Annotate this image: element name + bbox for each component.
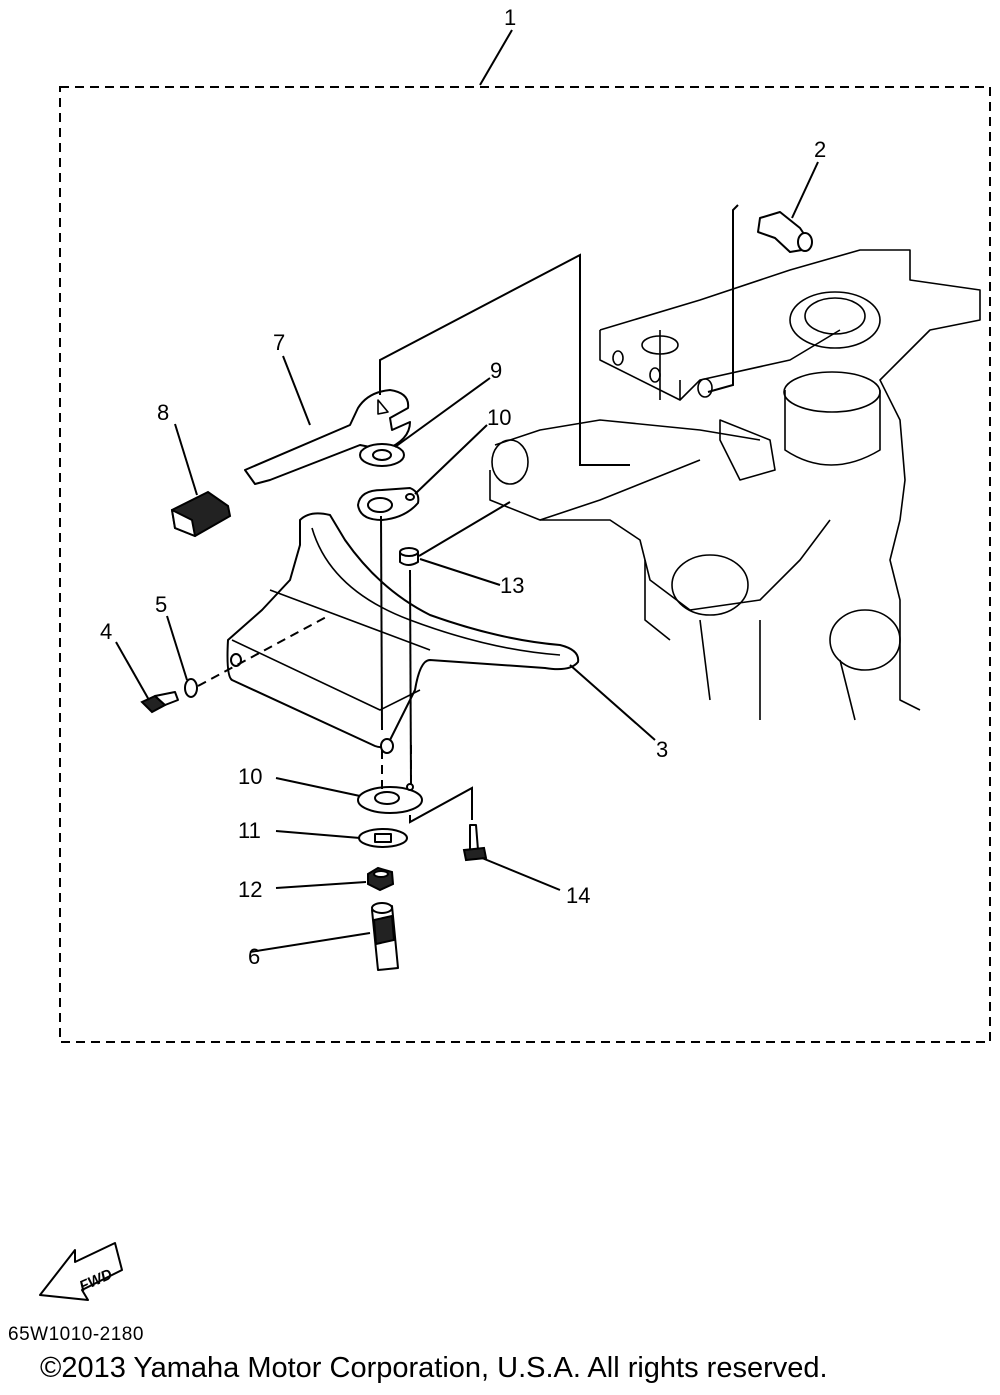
callout-labels: 1 2 3 4 5 6 7 8 9 10 10 11 12 13 14 (100, 5, 826, 969)
callout-11: 11 (238, 818, 261, 843)
screw (462, 824, 488, 862)
assembly-boundary (59, 86, 991, 1043)
tab-washer (358, 828, 408, 848)
callout-7: 7 (273, 330, 285, 355)
callout-14: 14 (566, 883, 590, 908)
callout-10-upper: 10 (487, 405, 511, 430)
collar (399, 547, 419, 566)
callout-leaders (115, 29, 819, 953)
callout-1: 1 (504, 5, 516, 30)
bolt (140, 691, 179, 714)
nut (367, 866, 395, 892)
wrench (244, 389, 411, 485)
callout-13: 13 (500, 573, 524, 598)
callout-4: 4 (100, 619, 112, 644)
callout-12: 12 (238, 877, 262, 902)
swivel-bracket-housing (489, 249, 981, 721)
plate-lower (357, 786, 423, 814)
grease-nipple (757, 211, 813, 253)
copyright-notice: ©2013 Yamaha Motor Corporation, U.S.A. A… (40, 1352, 828, 1384)
callout-5: 5 (155, 592, 167, 617)
callout-3: 3 (656, 737, 668, 762)
trim-rod (371, 902, 399, 971)
callout-10-lower: 10 (238, 764, 262, 789)
assembly-lines (197, 204, 739, 824)
grip (170, 490, 232, 538)
callout-8: 8 (157, 400, 169, 425)
circlip (184, 678, 198, 698)
callout-2: 2 (814, 137, 826, 162)
diagram-code: 65W1010-2180 (8, 1324, 144, 1345)
callout-9: 9 (490, 358, 502, 383)
callout-6: 6 (248, 944, 260, 969)
plate-upper (357, 487, 420, 521)
fwd-arrow-icon: FWD (39, 1242, 123, 1301)
